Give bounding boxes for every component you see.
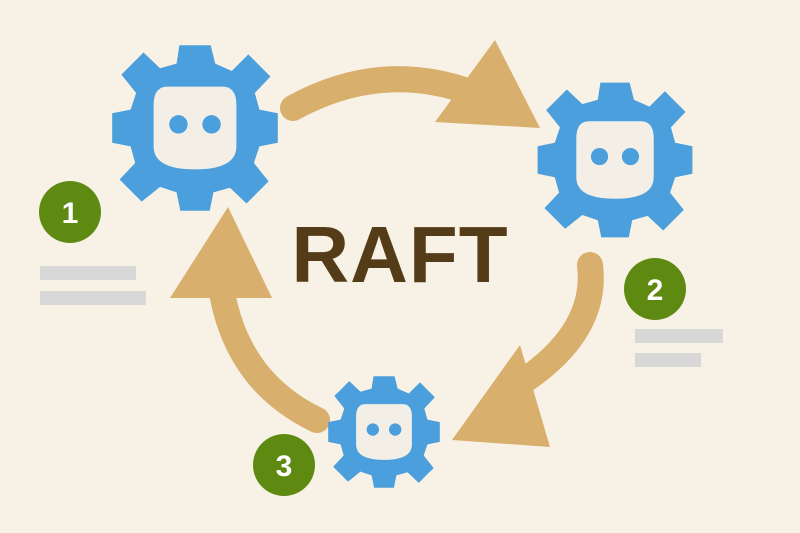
node-1-badge-number: 1 <box>62 197 79 230</box>
node-1-gear-icon <box>112 45 278 211</box>
cycle-arrows <box>170 40 604 447</box>
node-3-badge-number: 3 <box>276 450 293 483</box>
node-3-badge: 3 <box>253 434 315 496</box>
arrow-head-node1 <box>170 207 272 298</box>
node-2-badge-number: 2 <box>647 274 664 307</box>
arrow-head-node3 <box>452 345 550 447</box>
arrow-node1-to-node2 <box>280 66 483 121</box>
node-1-badge: 1 <box>39 181 101 243</box>
node-2-badge: 2 <box>624 258 686 320</box>
node-2-placeholder-lines <box>635 329 723 367</box>
arrow-head-node2 <box>435 40 540 128</box>
diagram-title: RAFT <box>291 210 508 299</box>
arrow-node2-to-node3 <box>512 252 604 393</box>
node-3-gear-icon <box>328 376 440 488</box>
arrow-node3-to-node1 <box>207 267 330 433</box>
node-2-gear-icon <box>537 82 693 238</box>
node-1-placeholder-lines <box>40 266 146 305</box>
